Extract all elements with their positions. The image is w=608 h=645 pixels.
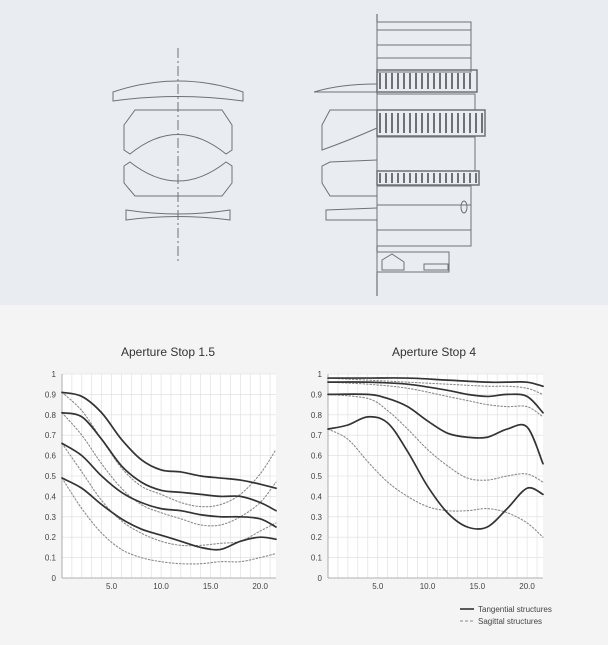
x-tick-label: 5.0	[106, 582, 118, 591]
ring-knurling	[379, 73, 483, 183]
mtf-charts-panel: Aperture Stop 1.5 0 0.1 0.2 0.3 0.4 0.5 0.6 0.7…	[0, 322, 608, 640]
y-tick-label: 0.2	[45, 533, 57, 542]
series-line-sagittal	[327, 393, 544, 483]
lens-element-4	[125, 209, 231, 221]
series-line-sagittal	[61, 391, 277, 508]
y-tick-label: 0.3	[311, 513, 323, 522]
y-tick-label: 0.5	[45, 472, 57, 481]
focus-ring	[376, 69, 478, 93]
barrel-mid	[376, 136, 476, 172]
half-element-3	[321, 159, 378, 197]
y-tick-label: 0.7	[311, 431, 323, 440]
series-line-tangential	[327, 415, 544, 530]
y-tick-label: 0.4	[45, 492, 57, 501]
y-tick-label: 0.9	[45, 390, 57, 399]
series-line-sagittal	[327, 428, 544, 538]
series-line-tangential	[61, 477, 277, 551]
y-tick-label: 0.6	[45, 452, 57, 461]
lens-element-2	[123, 109, 233, 155]
x-tick-label: 20.0	[252, 582, 268, 591]
lens-diagram-panel	[0, 0, 608, 305]
series-line-tangential	[327, 377, 544, 388]
barrel-bottom	[376, 185, 472, 247]
lens-barrel	[313, 14, 486, 296]
x-tick-label: 5.0	[372, 582, 384, 591]
series-line-sagittal	[327, 377, 544, 395]
legend-sagittal-label: Sagittal structures	[478, 617, 542, 626]
series-line-tangential	[327, 381, 544, 414]
chart-title: Aperture Stop 4	[392, 345, 476, 359]
y-tick-label: 0.8	[311, 411, 323, 420]
x-tick-label: 10.0	[153, 582, 169, 591]
y-tick-label: 0.2	[311, 533, 323, 542]
half-element-4	[325, 207, 378, 221]
y-tick-label: 0.8	[45, 411, 57, 420]
barrel-top	[376, 21, 472, 73]
aperture-ring	[376, 109, 486, 137]
series-line-sagittal	[61, 477, 277, 565]
barrel-mid-upper	[376, 93, 476, 111]
lens-elements	[112, 48, 244, 262]
y-tick-label: 0	[318, 574, 323, 583]
series-line-tangential	[61, 411, 277, 512]
chart-legend: Tangential structures Sagittal structure…	[460, 605, 552, 626]
mtf-chart-aperture-1-5: Aperture Stop 1.5 0 0.1 0.2 0.3 0.4 0.5 0.6 0.7…	[45, 345, 277, 591]
y-tick-label: 0.6	[311, 452, 323, 461]
lens-mount	[376, 251, 450, 273]
barrel-screw-icon	[460, 200, 468, 214]
legend-tangential-label: Tangential structures	[478, 605, 552, 614]
series-line-sagittal	[61, 412, 277, 527]
y-tick-label: 0.1	[311, 554, 323, 563]
chart-title: Aperture Stop 1.5	[121, 345, 215, 359]
x-tick-label: 15.0	[203, 582, 219, 591]
series-line-tangential	[327, 393, 544, 465]
y-tick-label: 0.4	[311, 492, 323, 501]
x-tick-label: 15.0	[470, 582, 486, 591]
lens-diagram	[112, 14, 486, 296]
mtf-charts: Aperture Stop 1.5 0 0.1 0.2 0.3 0.4 0.5 0.6 0.7…	[45, 345, 552, 626]
mtf-chart-aperture-4: Aperture Stop 4 0 0.1 0.2 0.3 0.4 0.5 0.6 0.7 0.…	[311, 345, 544, 591]
lens-element-1	[112, 80, 244, 102]
series-line-sagittal	[327, 381, 544, 418]
x-tick-label: 20.0	[519, 582, 535, 591]
x-tick-label: 10.0	[420, 582, 436, 591]
y-tick-label: 0	[52, 574, 57, 583]
y-tick-label: 0.1	[45, 554, 57, 563]
half-element-1	[313, 83, 378, 93]
y-tick-label: 1	[52, 370, 57, 379]
y-tick-label: 1	[318, 370, 323, 379]
y-tick-label: 0.9	[311, 390, 323, 399]
lens-element-3	[123, 161, 233, 197]
series-line-tangential	[61, 391, 277, 490]
y-tick-label: 0.3	[45, 513, 57, 522]
y-tick-label: 0.5	[311, 472, 323, 481]
half-element-2	[321, 109, 378, 151]
series-line-tangential	[61, 442, 277, 528]
zoom-ring	[376, 170, 480, 186]
y-tick-label: 0.7	[45, 431, 57, 440]
